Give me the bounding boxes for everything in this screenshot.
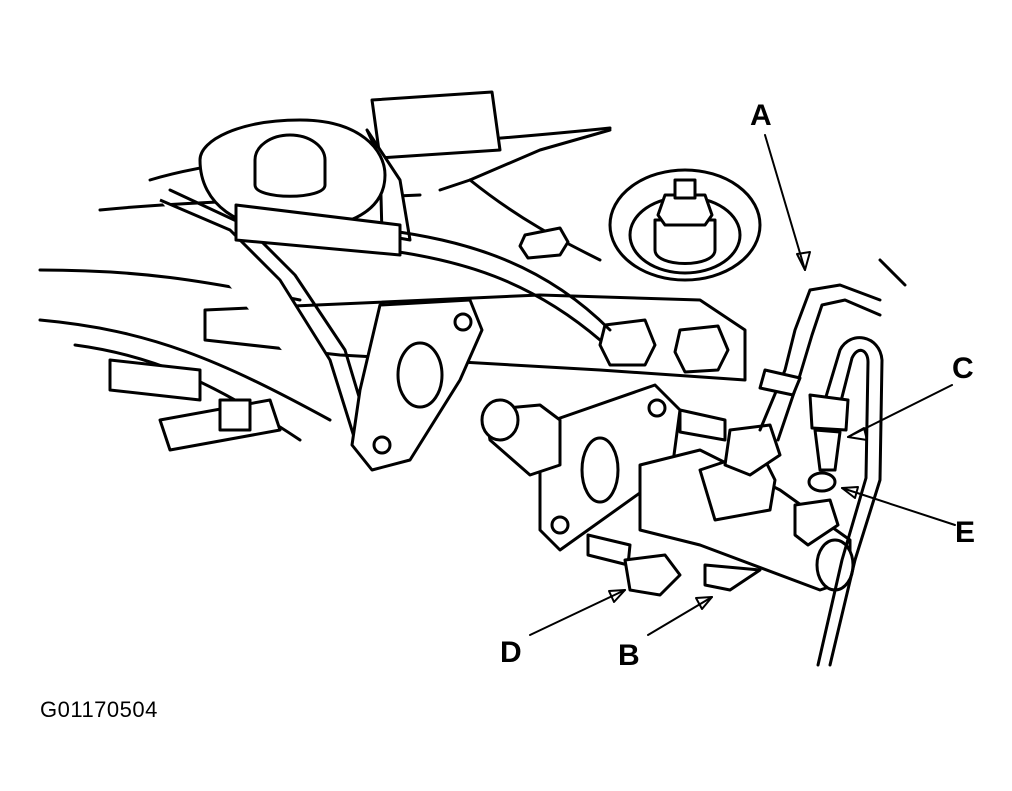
brake-line-a [758,258,907,442]
left-fittings [108,358,282,452]
arrow-d [608,589,626,603]
mount-flange [350,298,484,472]
leader-a [764,134,806,271]
leader-d [529,589,626,636]
callout-a: A [750,99,772,132]
arrow-b [695,596,713,610]
callout-e: E [955,516,975,549]
leader-lines [529,134,956,636]
master-cylinder [480,383,855,597]
callout-c: C [952,352,974,385]
washer-e [807,471,837,493]
arrow-c [847,427,868,441]
leader-e [841,487,956,526]
arrow-e [841,486,859,499]
leader-c [847,384,953,438]
callout-d: D [500,636,522,669]
strut-tower [518,168,762,282]
figure-id: G01170504 [40,697,158,722]
wiring-harness [159,188,612,442]
leader-b [647,596,713,636]
arrow-a [796,251,811,271]
callout-b: B [618,639,640,672]
